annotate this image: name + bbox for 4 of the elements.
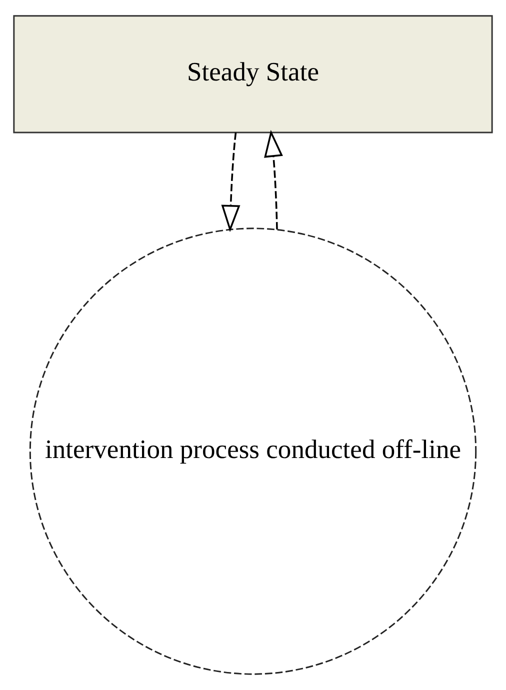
node-box: Steady State bbox=[13, 15, 493, 134]
node-circle: intervention process conducted off-line bbox=[29, 228, 477, 675]
arrow bbox=[264, 130, 283, 230]
arrow bbox=[221, 132, 240, 232]
